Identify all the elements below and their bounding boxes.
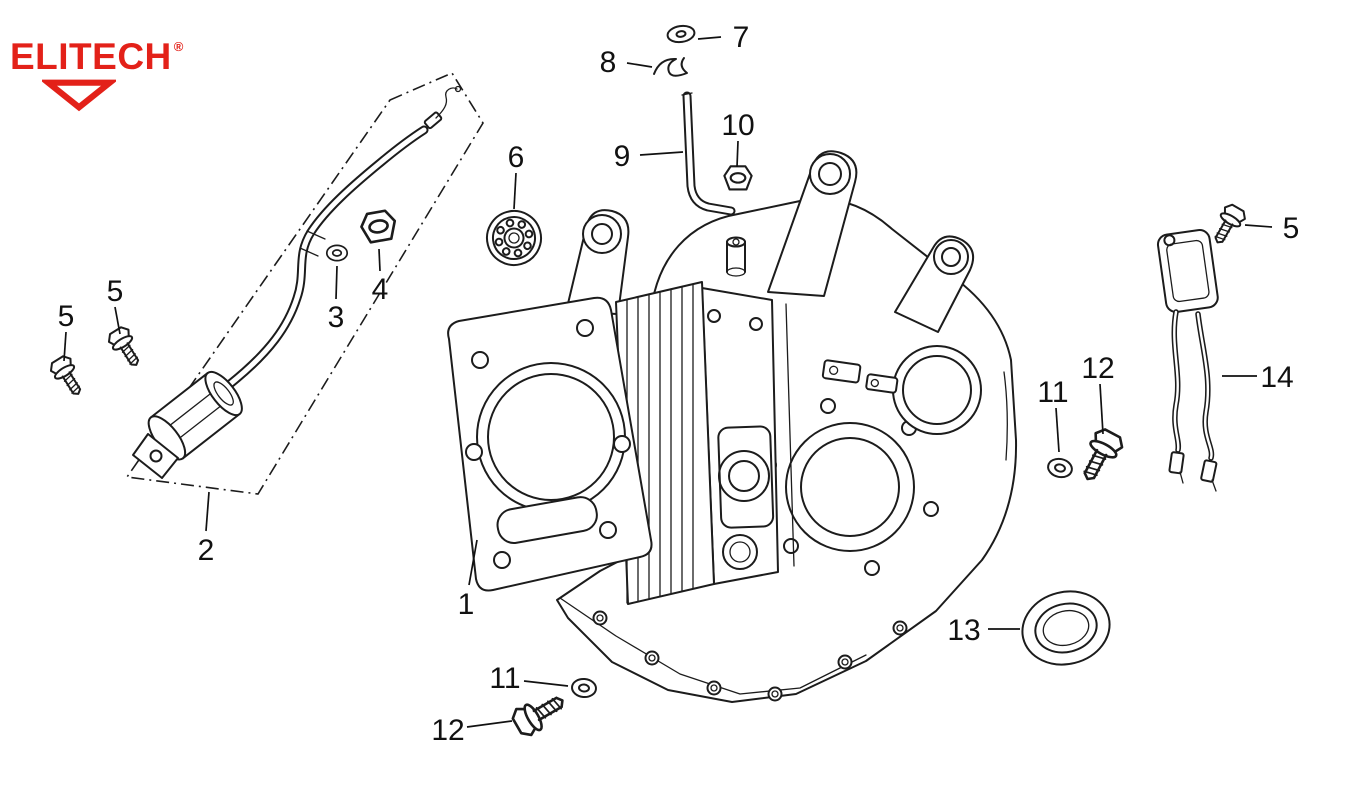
part-number-9: 9 [614, 140, 631, 173]
part-number-12a: 12 [1081, 352, 1114, 385]
bolt-part-5-mid [104, 323, 148, 372]
part-number-3: 3 [328, 301, 345, 334]
bolt-part-12-right [1073, 425, 1128, 488]
ignition-coil-assembly-part-2 [125, 71, 484, 495]
crankshaft-bore [785, 422, 915, 552]
bolt-part-5-left [46, 352, 90, 401]
cdi-connector-a [1168, 451, 1185, 475]
part-number-10: 10 [721, 109, 754, 142]
oil-seal-part-13 [1021, 590, 1111, 666]
side-boss [892, 345, 982, 435]
mount-arm-left [565, 209, 630, 315]
part-number-5b: 5 [107, 275, 124, 308]
leader-line-6 [513, 172, 517, 210]
cylinder-flange-part-1 [447, 296, 653, 592]
leader-line-2 [205, 491, 210, 532]
dipstick-tube [726, 236, 746, 277]
gasket-pad-a [821, 359, 862, 384]
mount-arm-center [767, 150, 858, 297]
clip-part-8 [653, 57, 688, 77]
leader-line-12b [466, 720, 513, 728]
part-number-1: 1 [458, 588, 475, 621]
brand-name-text: ELITECH [10, 36, 172, 77]
brand-logo: ELITECH® [10, 38, 184, 112]
leader-line-11b [523, 680, 569, 687]
part-number-7: 7 [733, 21, 750, 54]
part-number-13: 13 [947, 614, 980, 647]
terminal-wire [435, 87, 458, 119]
plug-cable [225, 125, 429, 389]
part-number-5c: 5 [1283, 212, 1300, 245]
nut-part-4 [358, 208, 399, 245]
leader-line-10 [736, 140, 739, 168]
leader-line-3 [335, 265, 338, 300]
part-number-4: 4 [372, 273, 389, 306]
bolt-part-5-right [1206, 201, 1249, 250]
part-number-5a: 5 [58, 300, 75, 333]
leader-line-5b [114, 306, 121, 335]
valve-chamber [701, 287, 795, 585]
flange-slot [496, 496, 598, 544]
leader-line-4 [378, 248, 381, 272]
sump-bolt-bosses [592, 610, 908, 702]
part-number-8: 8 [600, 46, 617, 79]
right-contour [1003, 371, 1008, 461]
washer-part-3 [325, 244, 349, 262]
leader-line-12a [1099, 383, 1104, 435]
part-number-11a: 11 [1037, 376, 1068, 409]
part-number-12b: 12 [431, 714, 464, 747]
crankcase-details [559, 236, 1008, 702]
coil-bracket [132, 433, 179, 479]
leader-line-7 [697, 36, 722, 40]
mount-arm-right [894, 235, 975, 333]
washer-part-11-bottom [570, 676, 598, 700]
cdi-connector-b [1200, 459, 1218, 483]
leader-line-8 [626, 62, 653, 68]
part-number-6: 6 [508, 141, 525, 174]
brand-triangle-outline [42, 79, 116, 112]
part-number-2: 2 [198, 534, 215, 567]
cdi-unit-part-14 [1156, 229, 1219, 492]
registered-mark: ® [173, 39, 184, 54]
leader-line-11a [1055, 407, 1060, 453]
leader-line-1 [468, 539, 478, 586]
washer-part-11-right [1045, 455, 1075, 481]
leader-line-5c [1244, 224, 1273, 228]
gasket-pad-b [865, 373, 899, 394]
nut-part-10 [723, 165, 753, 191]
brand-name: ELITECH® [10, 38, 184, 75]
part-number-14: 14 [1260, 361, 1293, 394]
bearing-part-6 [486, 210, 542, 266]
coil-body [147, 370, 243, 461]
part-number-11b: 11 [489, 662, 520, 695]
brand-triangle-icon [42, 79, 116, 112]
washer-part-7 [666, 24, 696, 44]
leader-line-9 [639, 151, 684, 156]
dipstick-part-9 [681, 91, 736, 216]
leader-line-5a [63, 331, 67, 362]
